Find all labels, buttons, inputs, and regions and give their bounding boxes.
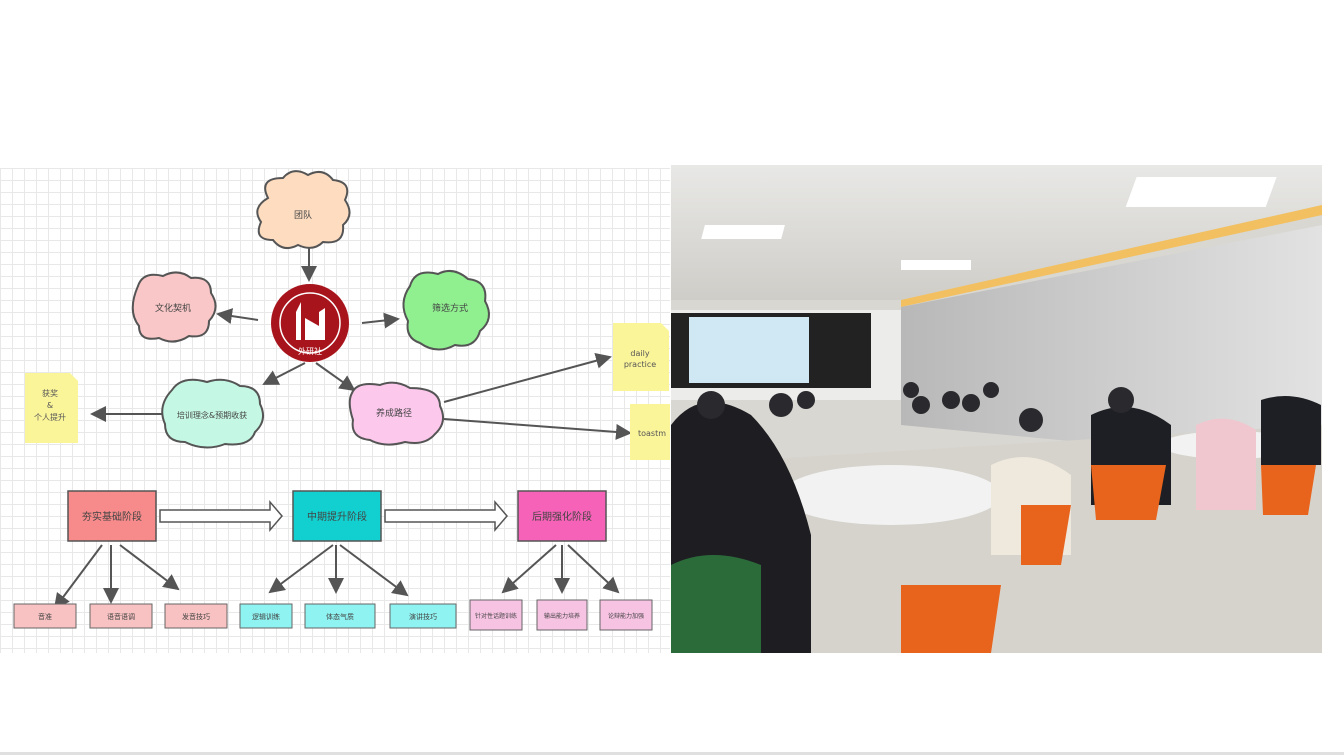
substage-box: [389, 603, 457, 629]
logo-text: 外研社: [298, 346, 322, 356]
stage-label: 夯实基础阶段: [82, 510, 142, 523]
ceiling-light: [1125, 177, 1277, 207]
substage-label: 输出能力培养: [544, 612, 580, 620]
cloud-selection: 筛选方式: [402, 269, 490, 351]
curtains: [901, 225, 1322, 465]
stage-label: 后期强化阶段: [532, 510, 592, 523]
substage-label: 逻辑训练: [252, 612, 280, 621]
note-award-line1: 获奖: [42, 388, 58, 398]
stage-box: [292, 490, 382, 542]
substage-box: [164, 603, 228, 629]
cloud-training-label: 培训理念&预期收获: [177, 410, 247, 420]
substage-label: 音准: [38, 612, 52, 621]
note-award-line3: 个人提升: [34, 412, 66, 422]
substage-box: [469, 599, 523, 631]
note-toastmasters: toastm: [630, 404, 670, 460]
substage-box: [89, 603, 153, 629]
cloud-culture-label: 文化契机: [155, 302, 191, 314]
note-award: 获奖 & 个人提升: [25, 373, 78, 443]
substage-box: [536, 599, 588, 631]
substage-label: 发音技巧: [182, 612, 210, 621]
cloud-path-label: 养成路径: [376, 407, 412, 419]
training-diagram: 团队 文化契机 筛选方式 培训理念&预期收获 养成路径 外研社 获奖 & 个人提…: [0, 168, 670, 653]
substage-label: 体态气质: [326, 612, 354, 621]
substage-label: 针对性话题训练: [475, 612, 517, 620]
classroom-photo: [671, 165, 1322, 653]
cloud-path: 养成路径: [348, 381, 445, 446]
cloud-training: 培训理念&预期收获: [161, 378, 265, 449]
projector-screen: [689, 317, 809, 383]
note-daily-line2: practice: [624, 360, 656, 369]
substage-label: 语音语调: [107, 612, 135, 621]
cloud-culture: 文化契机: [131, 271, 217, 343]
cloud-selection-label: 筛选方式: [432, 302, 468, 314]
substage-label: 论辩能力加强: [608, 612, 644, 620]
note-award-line2: &: [47, 401, 53, 410]
divider: [0, 752, 1344, 755]
substage-box: [304, 603, 376, 629]
note-daily-practice: daily practice: [613, 323, 669, 391]
substage-label: 演讲技巧: [409, 612, 437, 621]
stage-box: [517, 490, 607, 542]
cloud-team: 团队: [256, 170, 351, 250]
substage-box: [599, 599, 653, 631]
substage-box: [239, 603, 293, 629]
note-toast-text: toastm: [638, 429, 666, 438]
stage-label: 中期提升阶段: [307, 510, 367, 523]
substage-box: [13, 603, 77, 629]
logo: 外研社: [271, 284, 349, 362]
cloud-team-label: 团队: [294, 209, 312, 221]
stage-box: [67, 490, 157, 542]
note-daily-line1: daily: [630, 349, 649, 358]
